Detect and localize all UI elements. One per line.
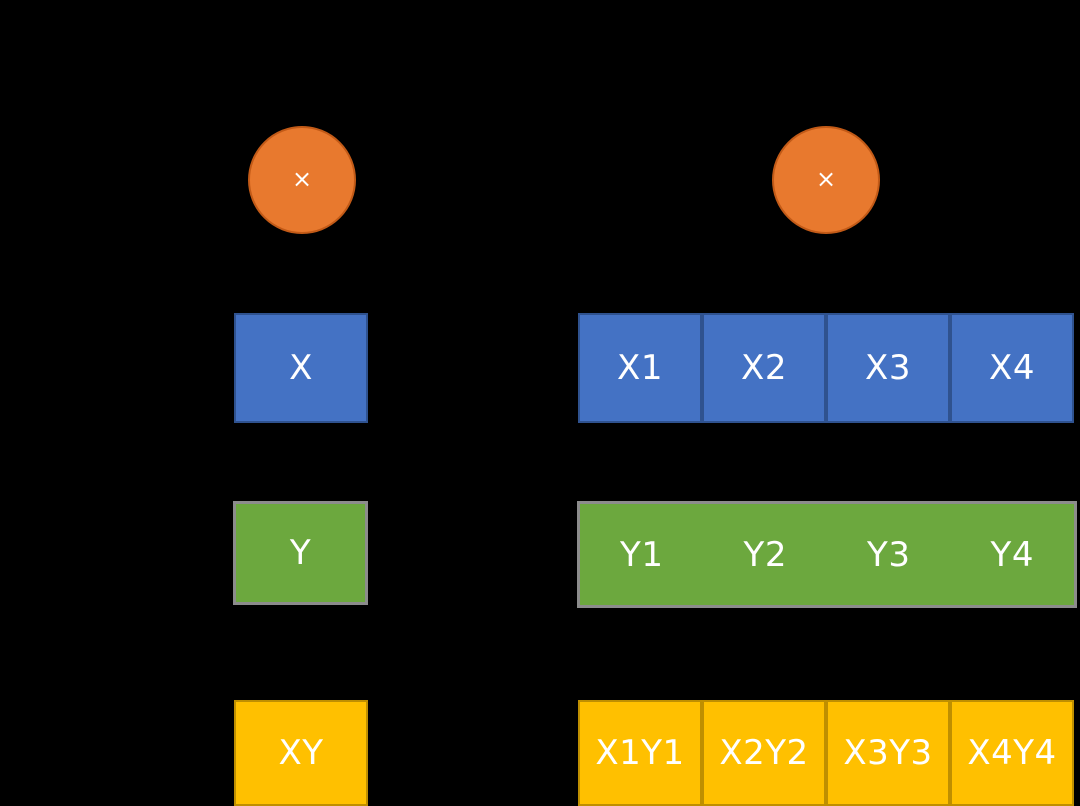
table-cell: X2Y2 [702, 700, 826, 806]
table-cell: Y [289, 533, 312, 573]
table-cell: Y1 [620, 534, 664, 575]
table-cell: X4 [950, 313, 1074, 423]
table-cell: X1 [578, 313, 702, 423]
vector-yellow-result-row: X1Y1 X2Y2 X3Y3 X4Y4 [578, 700, 1074, 806]
multiply-icon-vector: × [772, 126, 880, 234]
scalar-blue-operand-row: X [234, 313, 368, 423]
multiply-icon-scalar: × [248, 126, 356, 234]
table-cell: Y4 [990, 534, 1034, 575]
table-cell: X3Y3 [826, 700, 950, 806]
multiply-glyph: × [291, 165, 313, 193]
table-cell: XY [234, 700, 368, 806]
vector-blue-operand-row: X1 X2 X3 X4 [578, 313, 1074, 423]
table-cell: X4Y4 [950, 700, 1074, 806]
multiply-glyph: × [815, 165, 837, 193]
scalar-yellow-result-row: XY [234, 700, 368, 806]
table-cell: Y3 [867, 534, 911, 575]
table-cell: X3 [826, 313, 950, 423]
table-cell: X1Y1 [578, 700, 702, 806]
table-cell: Y2 [743, 534, 787, 575]
vector-green-operand-row: Y1 Y2 Y3 Y4 [577, 501, 1077, 608]
table-cell: X [234, 313, 368, 423]
table-cell: X2 [702, 313, 826, 423]
scalar-green-operand-row: Y [233, 501, 368, 605]
